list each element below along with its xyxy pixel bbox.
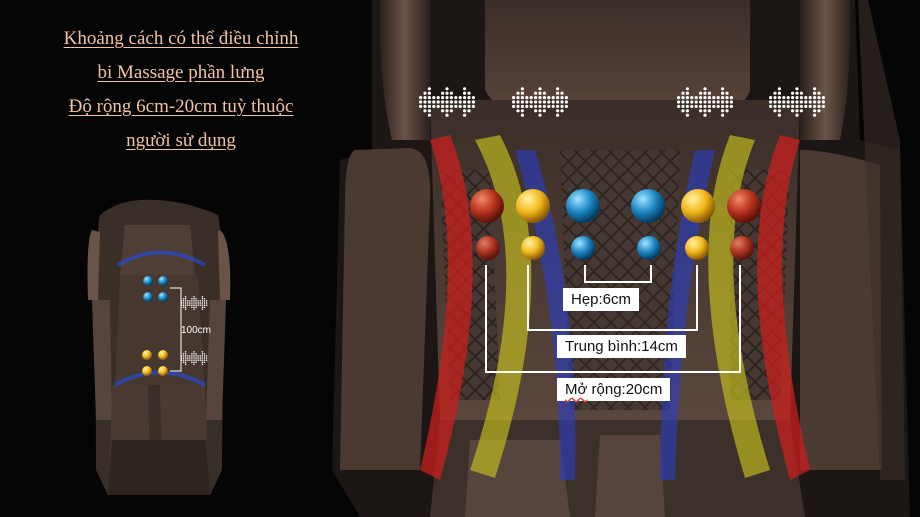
width-wide-label-rest: rộng:20cm	[587, 381, 663, 398]
distance-label: 100cm	[181, 325, 212, 336]
dotted-arrow-icon	[769, 87, 825, 117]
caption-line-3: Độ rộng 6cm-20cm tuỳ thuộc	[68, 96, 294, 117]
dotted-arrow-icon	[180, 350, 208, 366]
width-narrow-label: Hẹp:6cm	[563, 288, 640, 311]
dotted-arrow-icon	[512, 87, 568, 117]
width-wide-label-word: Mở	[565, 381, 588, 398]
small-chair	[87, 199, 231, 495]
dotted-arrow-icon	[180, 295, 208, 311]
dotted-arrow-icon	[677, 87, 733, 117]
caption-line-1: Khoảng cách có thể điều chỉnh	[63, 28, 299, 49]
caption-line-2: bi Massage phần lưng	[97, 62, 265, 83]
caption-line-4: người sử dụng	[126, 130, 236, 151]
width-medium-label: Trung bình:14cm	[557, 335, 686, 358]
dotted-arrow-icon	[419, 87, 475, 117]
headline-caption: Khoảng cách có thể điều chỉnh bi Massage…	[22, 22, 340, 158]
width-wide-label: Mở rộng:20cm	[557, 378, 671, 401]
